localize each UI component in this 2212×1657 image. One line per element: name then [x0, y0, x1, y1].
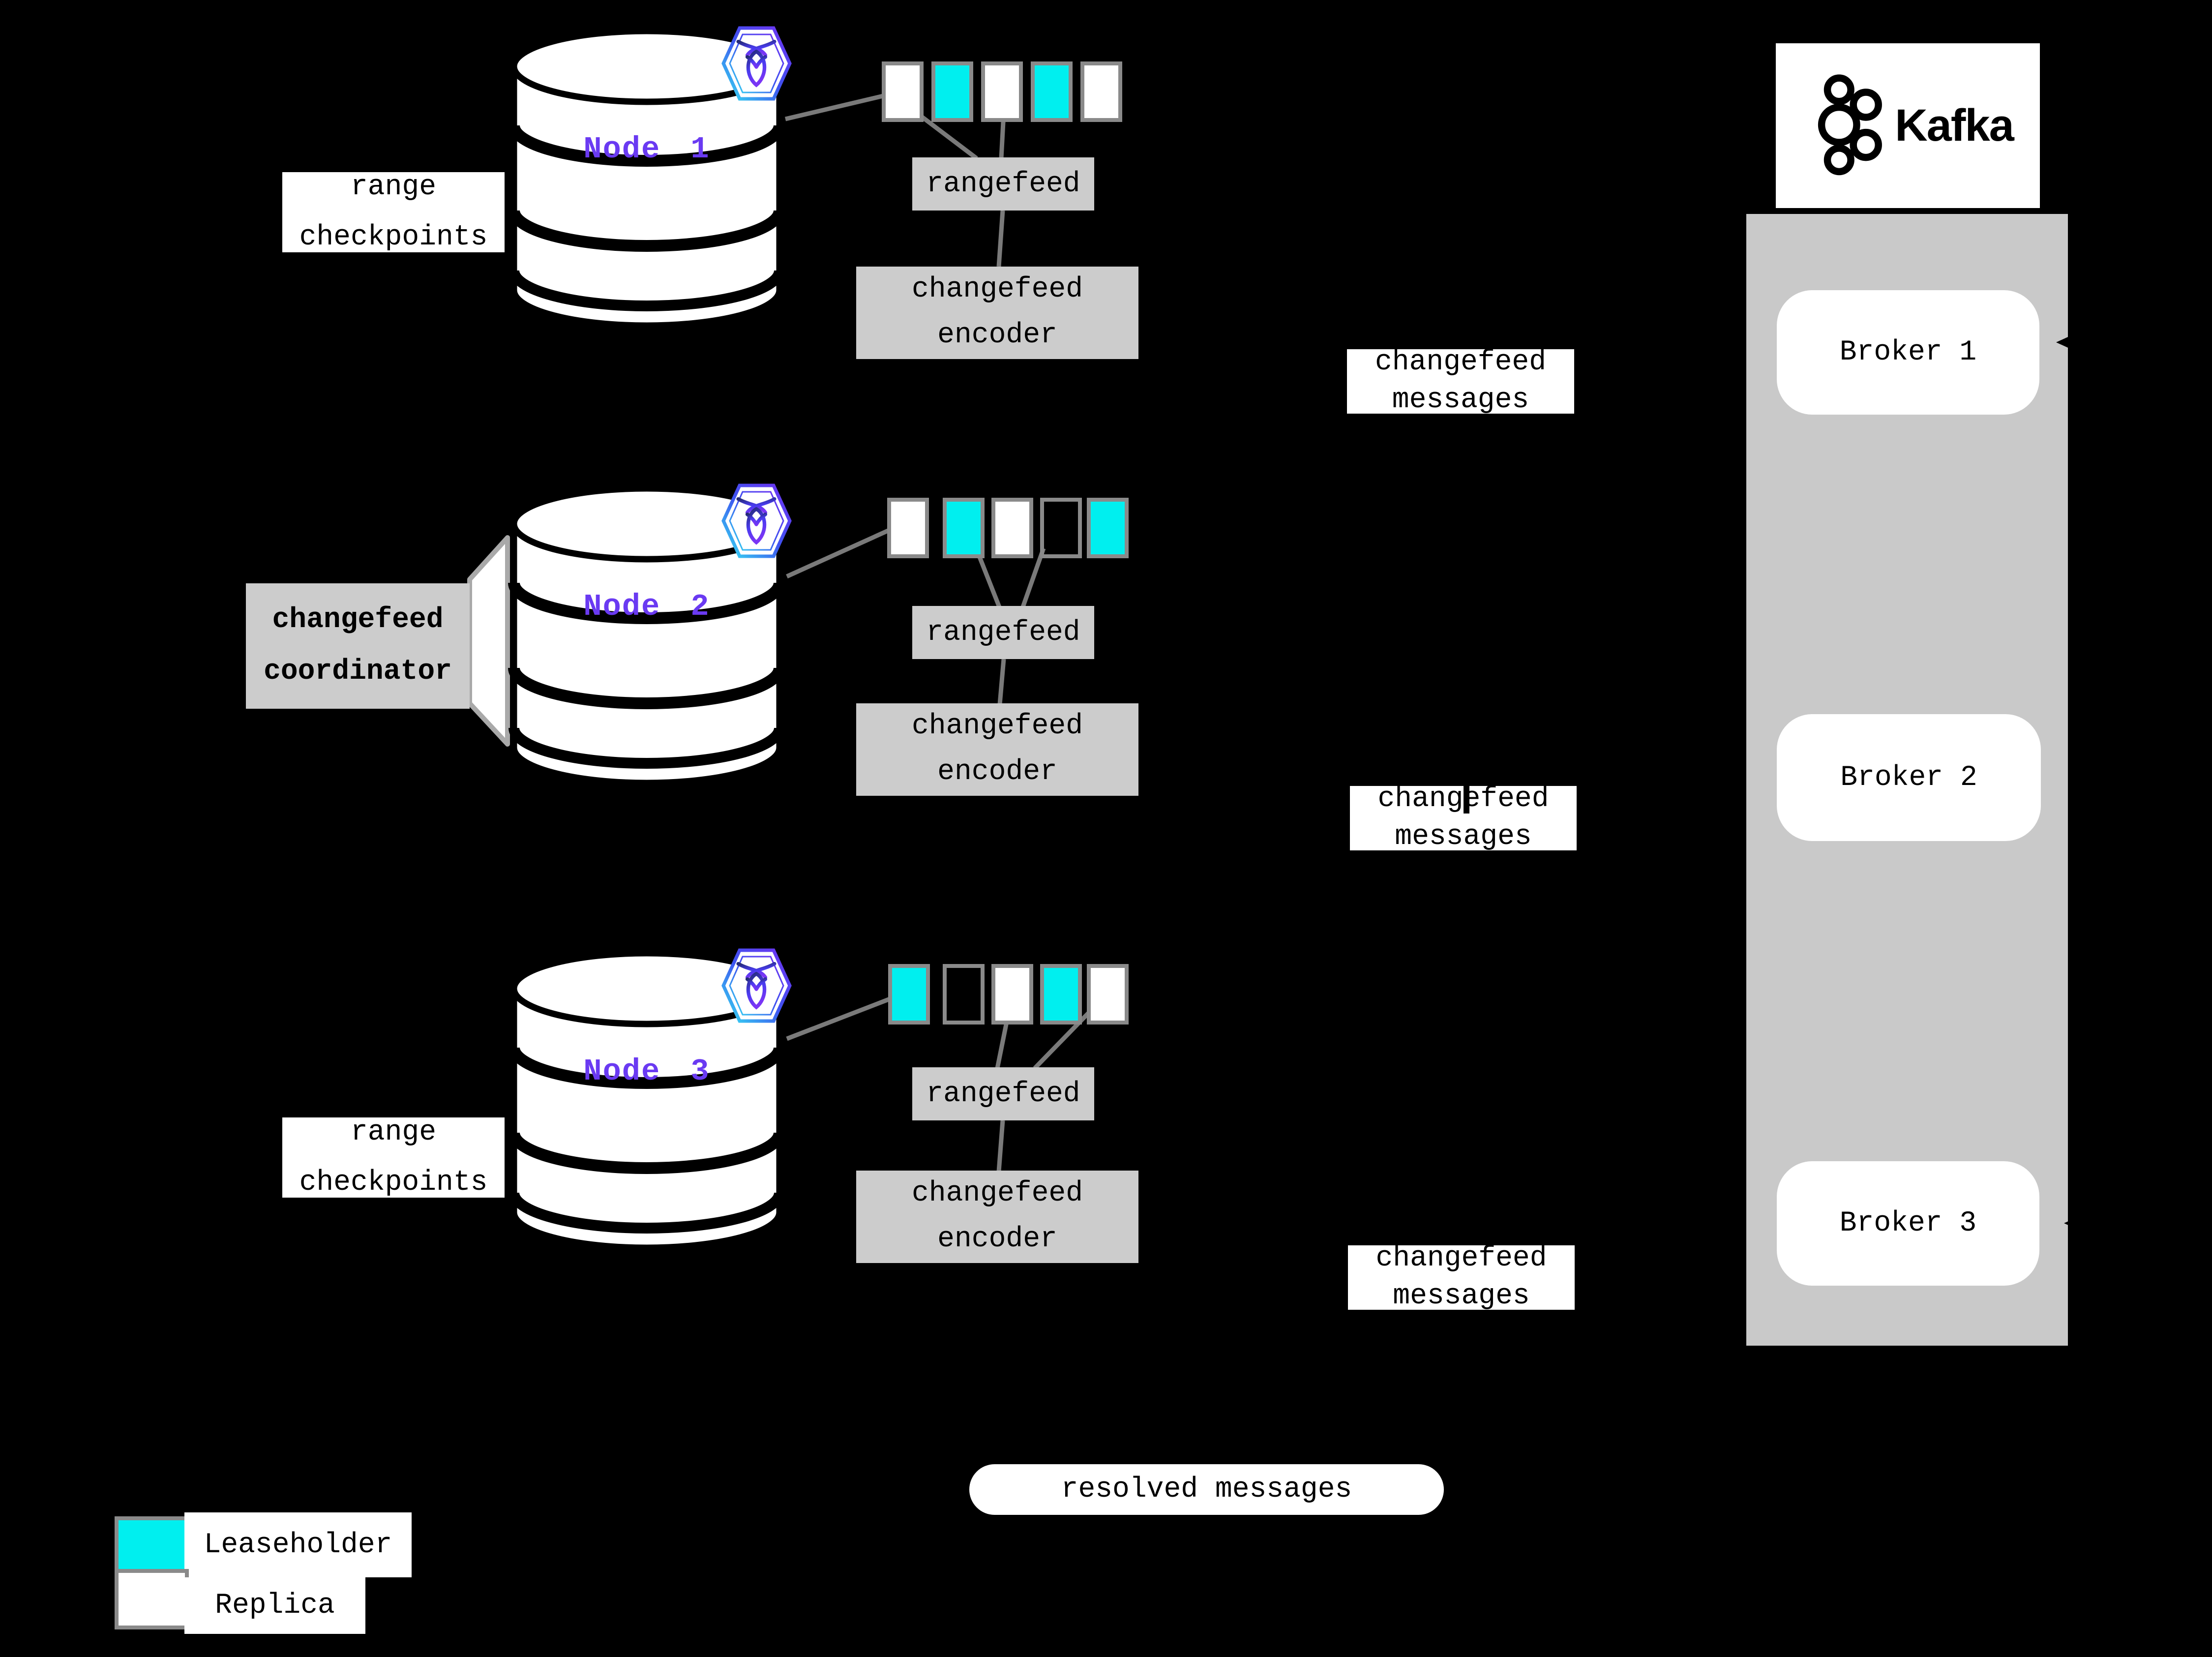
broker3-arrowhead-icon [2064, 1217, 2078, 1230]
messages-line2: messages [1395, 820, 1532, 853]
resolved-messages-label: resolved messages [1061, 1474, 1352, 1506]
node2-range-3 [991, 498, 1033, 558]
range-checkpoints-line2: checkpoints [299, 221, 488, 253]
node3-changefeed-messages-label: changefeed messages [1348, 1242, 1575, 1312]
node3-rangefeed-to-encoder-line [996, 1120, 1005, 1172]
kafka-broker-1: Broker 1 [1777, 290, 2039, 415]
kafka-logo-icon [1818, 74, 1883, 176]
coordinator-pointer-flag [467, 535, 510, 747]
node2-changefeed-messages-label: changefeed messages [1350, 783, 1577, 853]
node2-range-2 [943, 498, 985, 558]
node3-to-range-line [786, 996, 892, 1041]
messages-line1: changefeed [1375, 1242, 1547, 1274]
legend-leaseholder-label: Leaseholder [204, 1529, 392, 1561]
messages-line1: changefeed [1375, 346, 1547, 378]
node1-range-3 [981, 61, 1023, 122]
legend-replica-label-box: Replica [184, 1577, 365, 1634]
node1-label: Node 1 [583, 132, 710, 167]
node1-range-1 [882, 61, 924, 122]
legend-replica-swatch [115, 1569, 189, 1629]
encoder-line1: changefeed [911, 710, 1083, 743]
broker-1-label: Broker 1 [1839, 336, 1977, 368]
legend-leaseholder-swatch [115, 1516, 189, 1577]
messages-line1: changefeed [1377, 781, 1549, 818]
node1-range-5 [1080, 61, 1122, 122]
node2-rangefeed-box: rangefeed [912, 606, 1094, 659]
node3-range-3 [991, 964, 1033, 1024]
node3-range-5 [1087, 964, 1129, 1024]
messages-line2: messages [1392, 384, 1529, 416]
arrow-line-remnant [1464, 786, 1469, 813]
node2-changefeed-encoder-box: changefeed encoder [856, 703, 1138, 796]
node2-to-range-line [786, 527, 891, 579]
node1-database-cylinder [508, 28, 785, 329]
encoder-line1: changefeed [911, 1177, 1083, 1210]
node1-rangefeed-to-encoder-line [996, 210, 1005, 267]
cockroachdb-node2-icon [721, 483, 792, 558]
cockroachdb-node3-icon [721, 948, 792, 1023]
messages-line2: messages [1393, 1280, 1530, 1312]
range-checkpoints-label-top: range checkpoints [282, 171, 505, 253]
legend-leaseholder-label-box: Leaseholder [184, 1512, 412, 1577]
node1-changefeed-encoder-box: changefeed encoder [856, 267, 1138, 359]
resolved-messages-pill: resolved messages [969, 1464, 1444, 1515]
rangefeed-label: rangefeed [926, 616, 1080, 649]
broker-3-label: Broker 3 [1839, 1207, 1977, 1239]
node3-label: Node 3 [583, 1054, 710, 1089]
kafka-broker-3: Broker 3 [1777, 1161, 2039, 1286]
node3-range-4 [1040, 964, 1082, 1024]
range-checkpoints-line2: checkpoints [299, 1166, 488, 1199]
kafka-broker-2: Broker 2 [1777, 714, 2041, 841]
node1-range-4 [1031, 61, 1073, 122]
node3-range-2 [943, 964, 985, 1024]
kafka-logo-box: Kafka [1776, 43, 2040, 208]
coordinator-line1: changefeed [272, 604, 444, 636]
range-checkpoints-line1: range [350, 171, 437, 203]
node1-rangefeed-box: rangefeed [912, 157, 1094, 211]
node3-range-1 [888, 964, 930, 1024]
changefeed-coordinator-label: changefeed coordinator [246, 583, 470, 709]
node1-range-2 [931, 61, 973, 122]
node1-changefeed-messages-label: changefeed messages [1347, 346, 1574, 416]
coordinator-line2: coordinator [264, 655, 452, 688]
encoder-line2: encoder [937, 319, 1057, 351]
cockroachdb-node1-icon [721, 26, 792, 101]
node3-database-cylinder [508, 950, 785, 1251]
node2-label: Node 2 [583, 589, 710, 624]
node3-rangefeed-box: rangefeed [912, 1067, 1094, 1120]
range-checkpoints-line1: range [350, 1116, 437, 1148]
encoder-line2: encoder [937, 756, 1057, 788]
node2-range-5 [1087, 498, 1129, 558]
range-checkpoints-label-bottom: range checkpoints [282, 1116, 505, 1199]
encoder-line1: changefeed [911, 273, 1083, 306]
encoder-line2: encoder [937, 1223, 1057, 1255]
node2-range-4 [1040, 498, 1082, 558]
kafka-wordmark: Kafka [1895, 100, 2014, 151]
legend-replica-label: Replica [215, 1590, 335, 1622]
broker1-arrowhead-icon [2056, 335, 2072, 350]
node2-rangefeed-to-encoder-line [997, 659, 1006, 705]
node1-range-to-rangefeed-line [914, 110, 978, 160]
rangefeed-label: rangefeed [926, 1078, 1080, 1110]
node2-range-1 [887, 498, 929, 558]
rangefeed-label: rangefeed [926, 168, 1080, 200]
broker-2-label: Broker 2 [1840, 761, 1977, 794]
node1-to-range-line [784, 93, 886, 121]
node2-database-cylinder [508, 485, 785, 786]
node3-changefeed-encoder-box: changefeed encoder [856, 1171, 1138, 1263]
